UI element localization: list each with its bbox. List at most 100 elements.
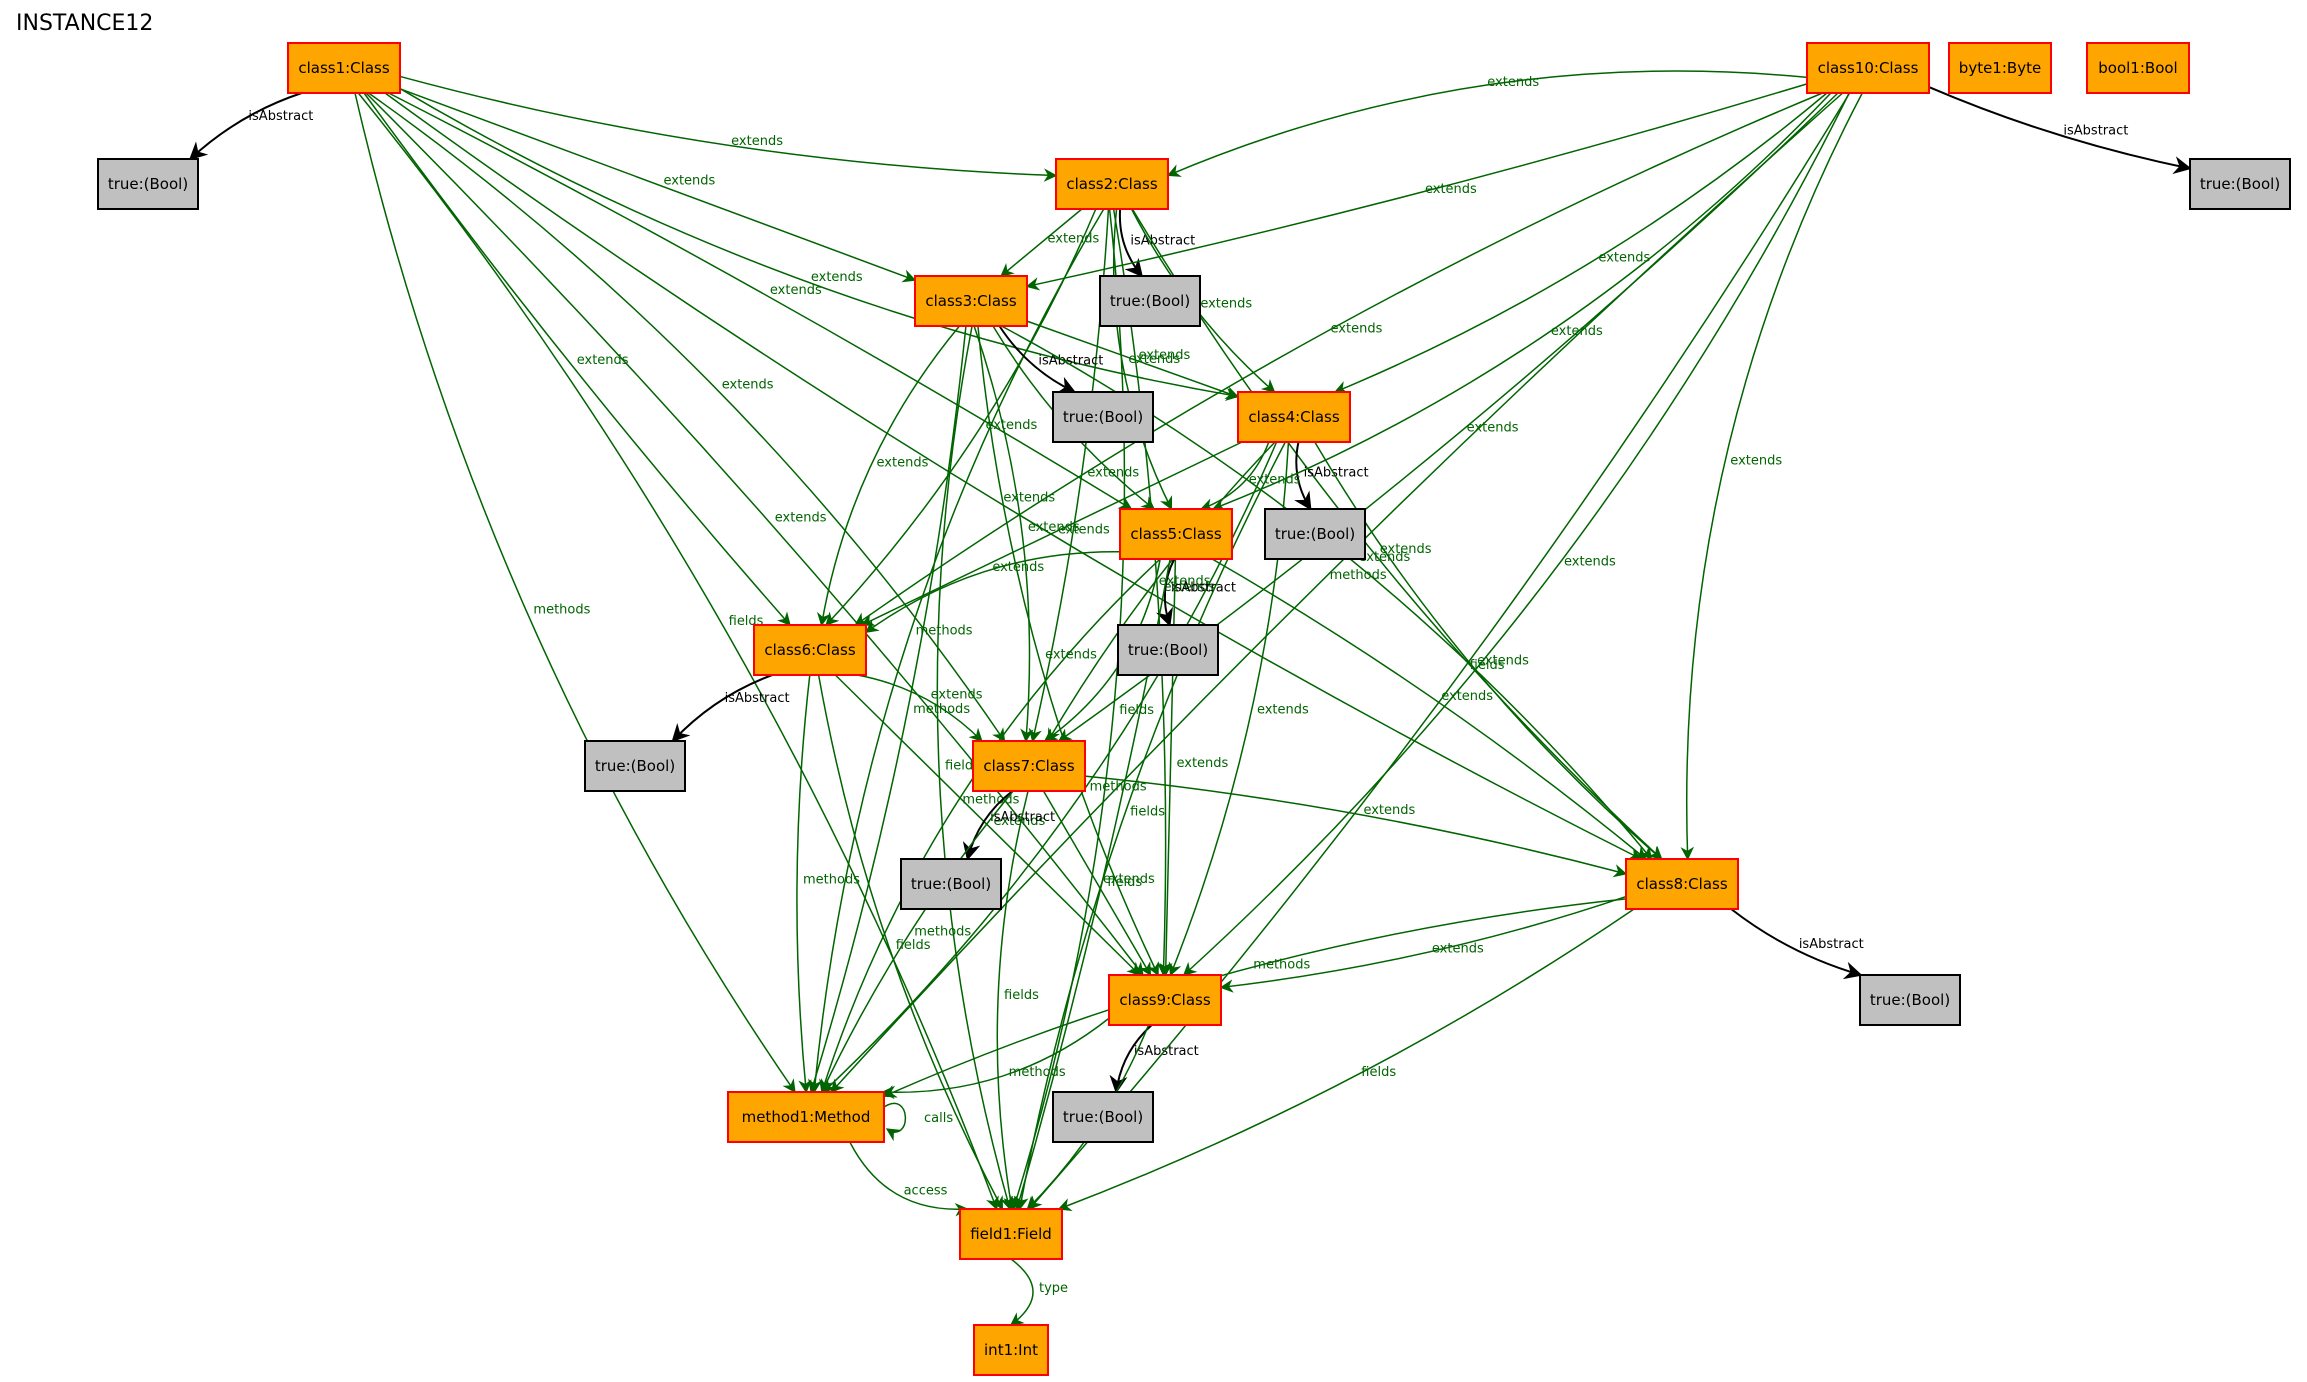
node-box [97, 158, 199, 210]
node-t1[interactable]: true:(Bool) [97, 158, 199, 210]
node-box [1055, 158, 1169, 210]
edge-line [1028, 92, 1851, 1211]
node-label: true:(Bool) [911, 875, 991, 893]
node-class1[interactable]: class1:Class [287, 42, 401, 94]
edge-class1-t1-isabstract: isAbstract [188, 92, 313, 161]
edge-label: extends [1358, 550, 1410, 565]
node-box [2189, 158, 2291, 210]
edge-label: isAbstract [1038, 353, 1103, 368]
edge-class2-method1-methods: methods [808, 208, 1105, 1094]
edge-line [1333, 92, 1828, 394]
edge-label: isAbstract [1134, 1044, 1199, 1059]
edge-line [1000, 208, 1083, 277]
node-field1[interactable]: field1:Field [959, 1208, 1063, 1260]
node-class4[interactable]: class4:Class [1237, 391, 1351, 443]
node-label: class2:Class [1066, 175, 1157, 193]
node-label: byte1:Byte [1959, 59, 2041, 77]
edge-line [808, 208, 1105, 1094]
edge-label: type [1039, 1281, 1068, 1296]
edge-line [399, 87, 1240, 402]
node-class10[interactable]: class10:Class [1806, 42, 1930, 94]
node-t9[interactable]: true:(Bool) [1052, 1091, 1154, 1143]
edge-class8-t8-isabstract: isAbstract [1730, 908, 1864, 980]
node-label: true:(Bool) [2200, 175, 2280, 193]
edge-class4-field1-fields: fields [1015, 441, 1287, 1211]
node-class9[interactable]: class9:Class [1108, 974, 1222, 1026]
edge-label: extends [1163, 580, 1215, 595]
node-bool1[interactable]: bool1:Bool [2086, 42, 2190, 94]
node-class3[interactable]: class3:Class [914, 275, 1028, 327]
node-label: true:(Bool) [1110, 292, 1190, 310]
node-t10[interactable]: true:(Bool) [2189, 158, 2291, 210]
edge-line [1057, 908, 1635, 1211]
edge-class10-class8-extends: extends [1680, 92, 1863, 861]
edge-line [808, 325, 967, 1094]
diagram-title: INSTANCE12 [16, 11, 153, 36]
node-box [287, 42, 401, 94]
node-label: class1:Class [298, 59, 389, 77]
edge-line [1026, 320, 1240, 400]
edge-class7-class9-extends: extends [1042, 790, 1155, 977]
edge-class7-field1-fields: fields [996, 790, 1039, 1211]
edge-class5-class8-extends: extends [1211, 558, 1647, 860]
node-class8[interactable]: class8:Class [1625, 858, 1739, 910]
edge-class9-method1-methods: methods [881, 1017, 1110, 1100]
edge-line [962, 790, 1014, 861]
edge-class4-class8-extends: extends [1314, 441, 1663, 860]
node-t8[interactable]: true:(Bool) [1859, 974, 1961, 1026]
edge-label: methods [916, 623, 973, 638]
node-box [1625, 858, 1739, 910]
edge-label: extends [1432, 942, 1484, 957]
edge-class10-class5-extends: extends [1211, 92, 1832, 511]
node-label: class9:Class [1119, 991, 1210, 1009]
node-class5[interactable]: class5:Class [1119, 508, 1233, 560]
edge-label: fields [896, 938, 931, 953]
node-box [1117, 624, 1219, 676]
node-class7[interactable]: class7:Class [972, 740, 1086, 792]
edge-line [365, 92, 1144, 977]
edge-class10-class6-extends: extends [854, 92, 1823, 626]
edge-class10-class2-extends: extends [1166, 70, 1808, 177]
edge-line [1025, 83, 1808, 291]
node-class2[interactable]: class2:Class [1055, 158, 1169, 210]
edge-line [188, 92, 303, 161]
node-box [1119, 508, 1233, 560]
edge-label: extends [775, 510, 827, 525]
node-t7[interactable]: true:(Bool) [900, 858, 1002, 910]
edge-method1-method1-calls: calls [883, 1102, 953, 1142]
edge-class2-class3-extends: extends [1000, 208, 1100, 277]
edge-line [816, 325, 961, 627]
edge-class10-method1-methods: methods [830, 92, 1844, 1093]
edge-label: fields [1470, 658, 1505, 673]
edge-line [1314, 441, 1663, 860]
edge-line [354, 92, 796, 1094]
edge-label: extends [1128, 352, 1180, 367]
edge-label: extends [770, 283, 822, 298]
edge-line [834, 674, 1141, 976]
node-t5[interactable]: true:(Bool) [1117, 624, 1219, 676]
edge-label: extends [1331, 322, 1383, 337]
node-class6[interactable]: class6:Class [753, 624, 867, 676]
edge-line [819, 558, 1161, 1094]
node-t2[interactable]: true:(Bool) [1099, 275, 1201, 327]
edge-label: extends [992, 560, 1044, 575]
edge-class1-method1-methods: methods [354, 92, 796, 1094]
node-t4[interactable]: true:(Bool) [1264, 508, 1366, 560]
edge-line [357, 92, 999, 1211]
edge-line [854, 92, 1823, 626]
node-box [973, 1324, 1049, 1376]
node-t6[interactable]: true:(Bool) [584, 740, 686, 792]
node-t3[interactable]: true:(Bool) [1052, 391, 1154, 443]
edge-line [1001, 325, 1653, 861]
edge-line [1219, 895, 1627, 993]
node-int1[interactable]: int1:Int [973, 1324, 1049, 1376]
node-byte1[interactable]: byte1:Byte [1948, 42, 2052, 94]
edge-label: extends [1177, 756, 1229, 771]
node-label: true:(Bool) [1870, 991, 1950, 1009]
edge-label: extends [722, 377, 774, 392]
node-method1[interactable]: method1:Method [727, 1091, 885, 1143]
edge-line [1928, 86, 2192, 175]
edge-label: extends [1103, 872, 1155, 887]
edge-class1-class6-extends: extends [363, 92, 791, 627]
